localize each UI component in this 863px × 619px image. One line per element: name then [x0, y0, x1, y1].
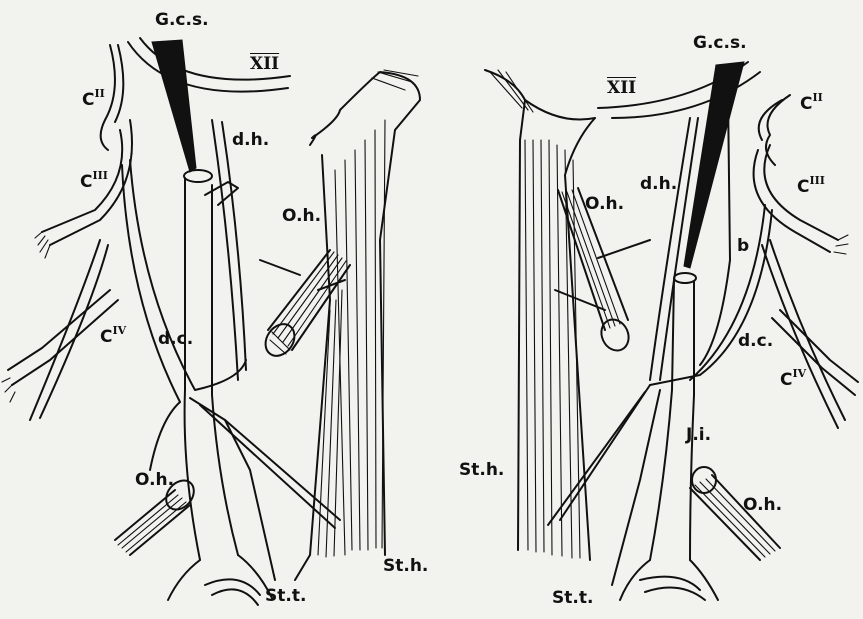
- right-label-c3-base: C: [797, 177, 809, 197]
- right-label-c2-sup: II: [812, 91, 822, 104]
- left-label-c3-sup: III: [92, 169, 107, 182]
- right-label-oh-upper: O.h.: [585, 196, 624, 213]
- left-label-c2-sup: II: [94, 87, 104, 100]
- left-vein-trunk: [185, 178, 200, 560]
- right-label-dc: d.c.: [738, 333, 773, 350]
- left-label-xii: XII: [250, 56, 279, 73]
- left-label-c4-sup: IV: [112, 324, 126, 337]
- right-label-c4: CIV: [780, 368, 806, 389]
- left-descendens-cervicalis: [130, 160, 246, 390]
- right-label-c2: CII: [800, 92, 823, 113]
- right-label-c3-sup: III: [809, 174, 824, 187]
- left-sternohyoid-muscle: [295, 70, 420, 580]
- right-label-c4-base: C: [780, 370, 792, 390]
- right-panel-drawing: [485, 62, 858, 600]
- left-label-stt: St.t.: [265, 588, 306, 605]
- right-label-c2-base: C: [800, 94, 812, 114]
- right-label-oh-lower: O.h.: [743, 497, 782, 514]
- right-label-sth: St.h.: [459, 462, 504, 479]
- left-descendens-hypoglossi: [212, 120, 238, 380]
- right-label-b: b: [737, 238, 749, 255]
- right-label-ji: J.i.: [686, 427, 711, 444]
- left-ganglion-superior: [152, 40, 196, 172]
- left-label-dh: d.h.: [232, 132, 269, 149]
- left-label-gcs: G.c.s.: [155, 12, 209, 29]
- right-sternohyoid-muscle: [485, 70, 595, 560]
- right-c2-ramus: [766, 95, 790, 165]
- left-label-c3: CIII: [80, 170, 108, 191]
- right-label-dh: d.h.: [640, 176, 677, 193]
- left-label-oh-upper: O.h.: [282, 208, 321, 225]
- left-label-c2: CII: [82, 88, 105, 109]
- left-label-c4: CIV: [100, 325, 126, 346]
- left-panel-drawing: [2, 38, 420, 605]
- right-label-c4-sup: IV: [792, 367, 806, 380]
- right-label-gcs: G.c.s.: [693, 35, 747, 52]
- left-label-sth: St.h.: [383, 558, 428, 575]
- left-omohyoid-upper: [260, 250, 350, 361]
- right-label-stt: St.t.: [552, 590, 593, 607]
- left-label-oh-lower: O.h.: [135, 472, 174, 489]
- right-label-c3: CIII: [797, 175, 825, 196]
- right-ganglion-superior: [684, 62, 744, 268]
- right-label-xii: XII: [607, 80, 636, 97]
- left-label-c3-base: C: [80, 172, 92, 192]
- right-descendens-hypoglossi: [650, 118, 690, 380]
- left-label-dc: d.c.: [158, 331, 193, 348]
- left-label-c4-base: C: [100, 327, 112, 347]
- left-label-c2-base: C: [82, 90, 94, 110]
